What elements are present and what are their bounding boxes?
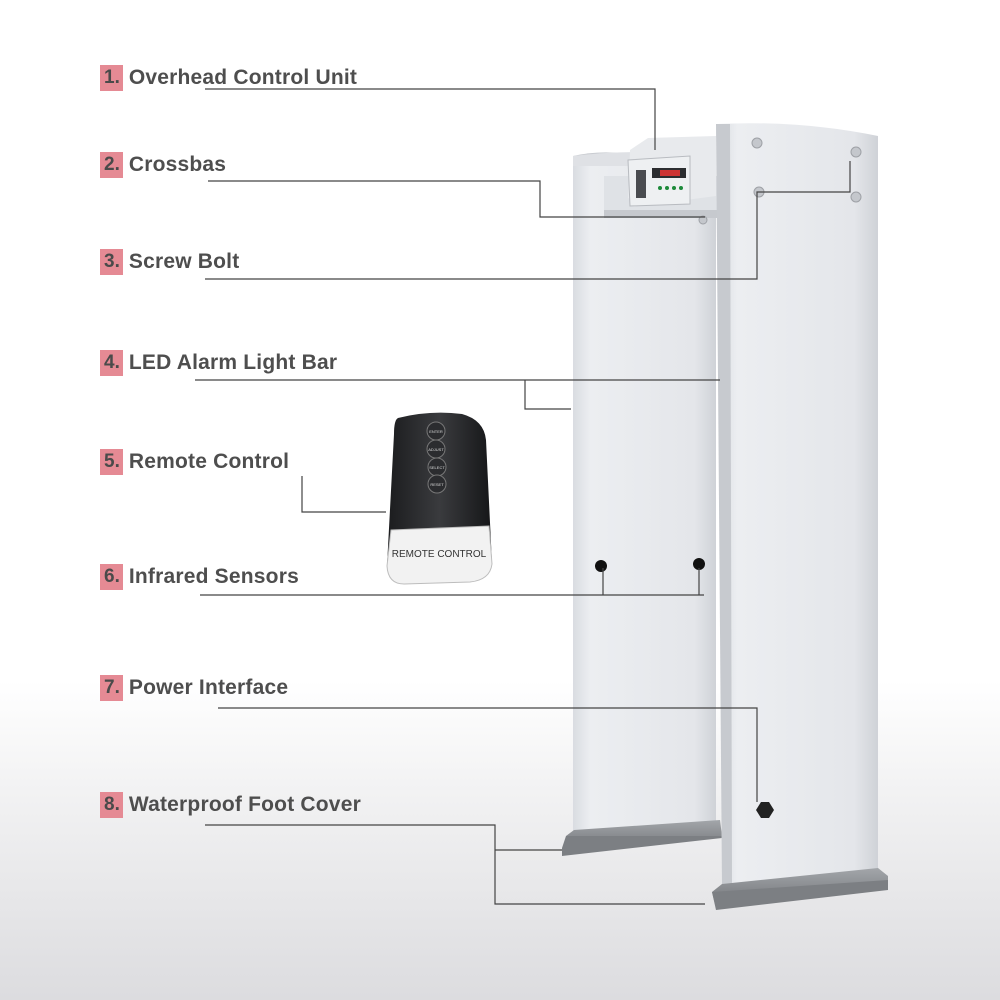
callout-number: 7.: [100, 675, 123, 701]
callout-text: Crossbas: [128, 153, 227, 176]
right-foot-cover: [712, 868, 888, 910]
callout-text: LED Alarm Light Bar: [128, 351, 338, 374]
leader-line-7: [218, 707, 758, 802]
leader-line-1: [205, 88, 656, 150]
callout-number: 1.: [100, 65, 123, 91]
remote-control-label: REMOTE CONTROL: [392, 549, 487, 560]
left-side-panel: [573, 152, 716, 840]
leader-line-4b: [524, 380, 571, 410]
leader-lines: [195, 88, 851, 905]
callout-waterproof-foot-cover: 8. Waterproof Foot Cover: [100, 791, 361, 819]
callout-text: Screw Bolt: [128, 250, 240, 273]
callout-text: Infrared Sensors: [128, 565, 299, 588]
remote-button-adjust: ADJUST: [428, 447, 444, 452]
screw-bolts: [698, 137, 862, 225]
callout-number: 5.: [100, 449, 123, 475]
callout-number: 8.: [100, 792, 123, 818]
remote-button-enter: ENTER: [429, 429, 443, 434]
callout-led-alarm-light-bar: 4. LED Alarm Light Bar: [100, 349, 337, 377]
infrared-sensors: [595, 558, 705, 572]
callout-number: 6.: [100, 564, 123, 590]
callout-text: Power Interface: [128, 676, 289, 699]
callout-infrared-sensors: 6. Infrared Sensors: [100, 563, 299, 591]
remote-button-select: SELECT: [429, 465, 445, 470]
callout-text: Overhead Control Unit: [128, 66, 358, 89]
callout-remote-control: 5. Remote Control: [100, 448, 289, 476]
leader-line-8: [205, 824, 705, 905]
left-foot-cover: [562, 820, 722, 856]
leader-line-3: [205, 161, 851, 280]
remote-button-reset: RESET: [430, 482, 444, 487]
right-side-panel: [716, 123, 878, 886]
power-interface: [756, 802, 774, 818]
leader-line-2: [208, 180, 705, 218]
callout-crossbar: 2. Crossbas: [100, 151, 226, 179]
overhead-control-unit: [627, 136, 716, 207]
callout-number: 2.: [100, 152, 123, 178]
callout-number: 3.: [100, 249, 123, 275]
leader-line-5: [301, 476, 386, 513]
callout-power-interface: 7. Power Interface: [100, 674, 288, 702]
callout-text: Remote Control: [128, 450, 290, 473]
callout-text: Waterproof Foot Cover: [128, 793, 361, 816]
callout-screw-bolt: 3. Screw Bolt: [100, 248, 239, 276]
remote-control: ENTER ADJUST SELECT RESET REMOTE CONTROL: [386, 412, 493, 585]
callout-number: 4.: [100, 350, 123, 376]
callout-overhead-control-unit: 1. Overhead Control Unit: [100, 64, 357, 92]
